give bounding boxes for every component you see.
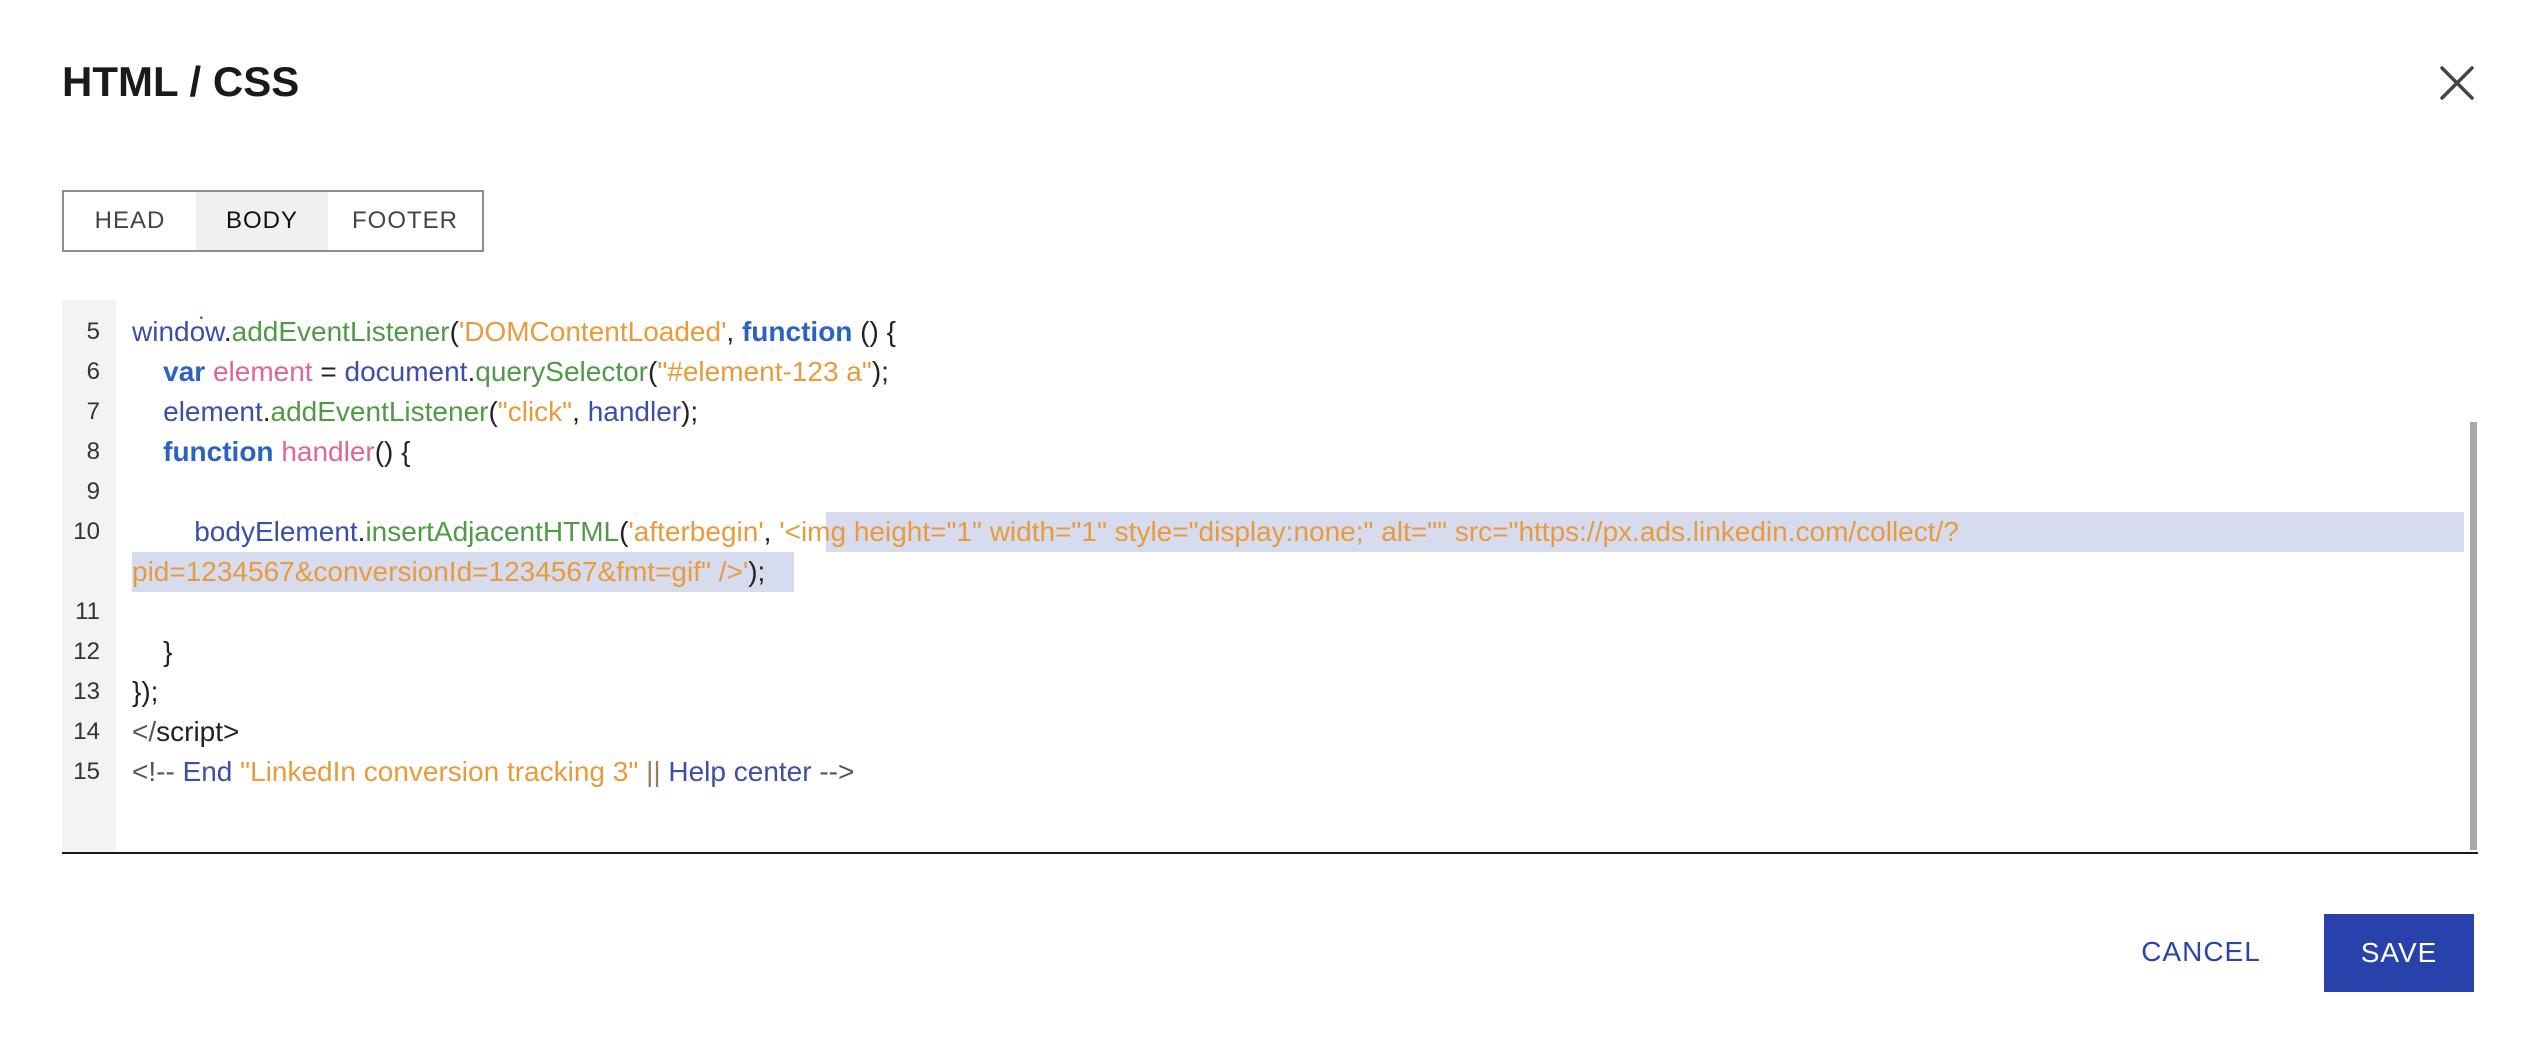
token-string: ' xyxy=(742,556,749,587)
token-object: element xyxy=(163,396,263,427)
vertical-scrollbar[interactable] xyxy=(2470,422,2477,850)
token-object: window xyxy=(132,316,224,347)
token-string: "click" xyxy=(497,396,573,427)
token-punct: . xyxy=(262,396,271,427)
line-number: 14 xyxy=(73,718,100,745)
token-punct: , xyxy=(572,396,588,427)
token-method: insertAdjacentHTML xyxy=(365,516,620,547)
tab-body[interactable]: BODY xyxy=(196,192,328,250)
line-number: 5 xyxy=(86,318,100,345)
token-indent xyxy=(132,436,163,467)
scrolled-content-fragment: . xyxy=(198,300,205,325)
token-punct: ( xyxy=(488,396,498,427)
code-editor[interactable]: . 5 6 7 8 9 10 11 12 13 14 15 window.add… xyxy=(62,300,2478,854)
token-space xyxy=(205,356,213,387)
code-line: function handler() { xyxy=(132,436,411,468)
token-object: bodyElement xyxy=(194,516,358,547)
token-punct: ( xyxy=(449,316,459,347)
line-number: 9 xyxy=(86,478,100,505)
code-line: }); xyxy=(132,676,158,708)
token-method: addEventListener xyxy=(231,316,450,347)
code-line: var element = document.querySelector("#e… xyxy=(132,356,889,388)
token-keyword: var xyxy=(163,356,206,387)
token-keyword: function xyxy=(163,436,274,467)
line-number: 13 xyxy=(73,678,100,705)
token-function-name: handler xyxy=(281,436,375,467)
token-string: "#element-123 a" xyxy=(657,356,872,387)
token-string: 'afterbegin' xyxy=(628,516,764,547)
close-button[interactable] xyxy=(2432,58,2482,108)
code-line: } xyxy=(132,636,172,668)
token-comment: --> xyxy=(819,756,855,787)
code-line: pid=1234567&conversionId=1234567&fmt=gif… xyxy=(132,556,765,588)
token-punct: = xyxy=(312,356,345,387)
token-variable: element xyxy=(212,356,313,387)
token-indent xyxy=(132,356,163,387)
cancel-button[interactable]: CANCEL xyxy=(2141,936,2261,967)
token-pipe: || xyxy=(646,756,661,787)
token-punct: ( xyxy=(619,516,629,547)
token-string: ' xyxy=(779,516,785,547)
line-number: 11 xyxy=(75,598,100,625)
token-punct: ); xyxy=(748,556,766,587)
token-punct: }); xyxy=(132,676,159,707)
token-punct: . xyxy=(467,356,476,387)
code-line: </script> xyxy=(132,716,239,748)
token-string-selected: pid=1234567&conversionId=1234567&fmt=gif… xyxy=(132,556,743,587)
tab-footer[interactable]: FOOTER xyxy=(352,207,458,234)
token-string: 'DOMContentLoaded' xyxy=(458,316,727,347)
token-object: document xyxy=(344,356,468,387)
token-string: "LinkedIn conversion tracking 3" xyxy=(240,756,639,787)
token-tag: script> xyxy=(156,716,240,747)
code-line: bodyElement.insertAdjacentHTML('afterbeg… xyxy=(132,516,1959,548)
code-line: <!-- End "LinkedIn conversion tracking 3… xyxy=(132,756,854,788)
token-punct: } xyxy=(132,636,173,667)
line-number: 8 xyxy=(86,438,100,465)
token-method: querySelector xyxy=(475,356,649,387)
token-comment-word: End xyxy=(182,756,233,787)
token-punct: () { xyxy=(852,316,896,347)
token-space xyxy=(638,756,646,787)
token-method: addEventListener xyxy=(270,396,489,427)
line-number: 15 xyxy=(73,758,100,785)
token-punct: () { xyxy=(374,436,411,467)
token-indent xyxy=(132,396,163,427)
token-tag-bracket: </ xyxy=(132,716,157,747)
token-punct: . xyxy=(223,316,232,347)
token-punct: ( xyxy=(648,356,658,387)
code-line: element.addEventListener("click", handle… xyxy=(132,396,698,428)
token-keyword: function xyxy=(741,316,853,347)
token-punct: ); xyxy=(871,356,889,387)
text-selection xyxy=(826,512,2464,552)
token-punct: , xyxy=(763,516,780,547)
tab-head[interactable]: HEAD xyxy=(94,207,166,234)
line-number-gutter xyxy=(62,300,116,852)
token-comment-word: Help center xyxy=(668,756,812,787)
token-object: handler xyxy=(587,396,682,427)
token-punct: , xyxy=(726,316,742,347)
tab-bar: HEAD BODY FOOTER xyxy=(62,190,484,252)
close-icon xyxy=(2440,66,2474,100)
token-space xyxy=(232,756,240,787)
line-number: 6 xyxy=(86,358,100,385)
save-button[interactable]: SAVE xyxy=(2324,914,2474,992)
dialog-title: HTML / CSS xyxy=(62,58,300,105)
token-indent xyxy=(132,516,194,547)
token-punct: ); xyxy=(681,396,699,427)
code-line: window.addEventListener('DOMContentLoade… xyxy=(132,316,896,348)
line-number: 7 xyxy=(86,398,100,425)
token-comment: <!-- xyxy=(132,756,183,787)
line-number: 12 xyxy=(73,638,100,665)
token-string-selected: <img height="1" width="1" style="display… xyxy=(784,516,1959,547)
line-number: 10 xyxy=(73,518,100,545)
text-selection xyxy=(132,552,794,592)
token-punct: . xyxy=(357,516,366,547)
